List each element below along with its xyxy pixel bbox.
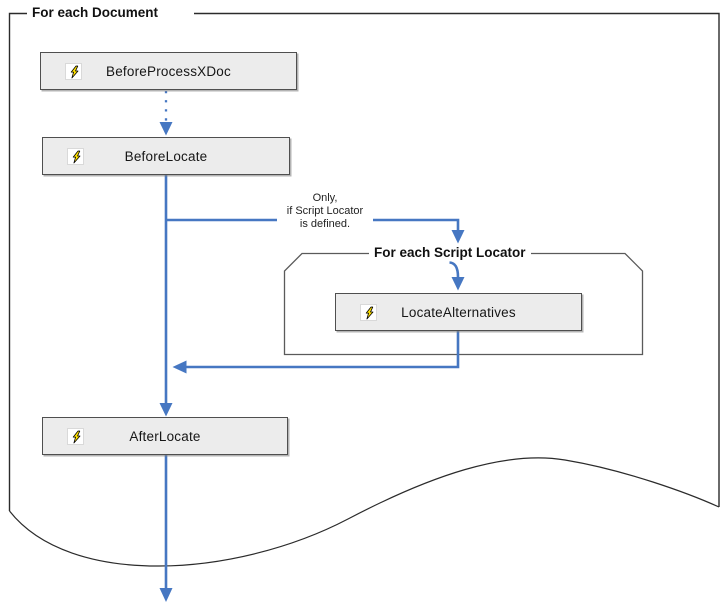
event-label: LocateAlternatives — [401, 304, 516, 320]
outer-frame-top-right — [194, 12, 720, 507]
event-label: BeforeLocate — [124, 148, 208, 164]
connector-branch — [166, 218, 460, 230]
outer-loop-label: For each Document — [27, 5, 164, 21]
condition-note-line: is defined. — [277, 218, 373, 231]
connector-return — [186, 331, 460, 369]
outer-frame-top-left — [8, 12, 30, 511]
event-box-before-locate: BeforeLocate — [42, 137, 290, 175]
arrowhead-down — [451, 230, 465, 244]
event-label: BeforeProcessXDoc — [106, 63, 231, 79]
lightning-bolt-icon — [65, 63, 82, 80]
lightning-bolt-icon — [67, 148, 84, 165]
condition-note-line: if Script Locator — [277, 205, 373, 218]
connector-into-box — [449, 261, 460, 278]
inner-loop-frame — [283, 252, 644, 356]
arrowhead-down — [159, 403, 173, 417]
lightning-bolt-icon — [360, 304, 377, 321]
arrowhead-down — [451, 277, 465, 291]
event-label: AfterLocate — [129, 428, 201, 444]
condition-note: Only, if Script Locator is defined. — [277, 192, 373, 231]
flow-connectors — [159, 91, 465, 602]
event-box-locate-alternatives: LocateAlternatives — [335, 293, 582, 331]
outer-frame-wave-cut — [9, 457, 720, 567]
outer-loop-frame — [8, 12, 720, 567]
arrowhead-left — [172, 360, 187, 374]
event-box-before-process-xdoc: BeforeProcessXDoc — [40, 52, 297, 90]
event-box-after-locate: AfterLocate — [42, 417, 288, 455]
lightning-bolt-icon — [67, 428, 84, 445]
arrowhead-down — [159, 122, 173, 136]
arrowhead-down — [159, 588, 173, 602]
condition-note-line: Only, — [277, 192, 373, 205]
inner-loop-label: For each Script Locator — [369, 245, 531, 261]
